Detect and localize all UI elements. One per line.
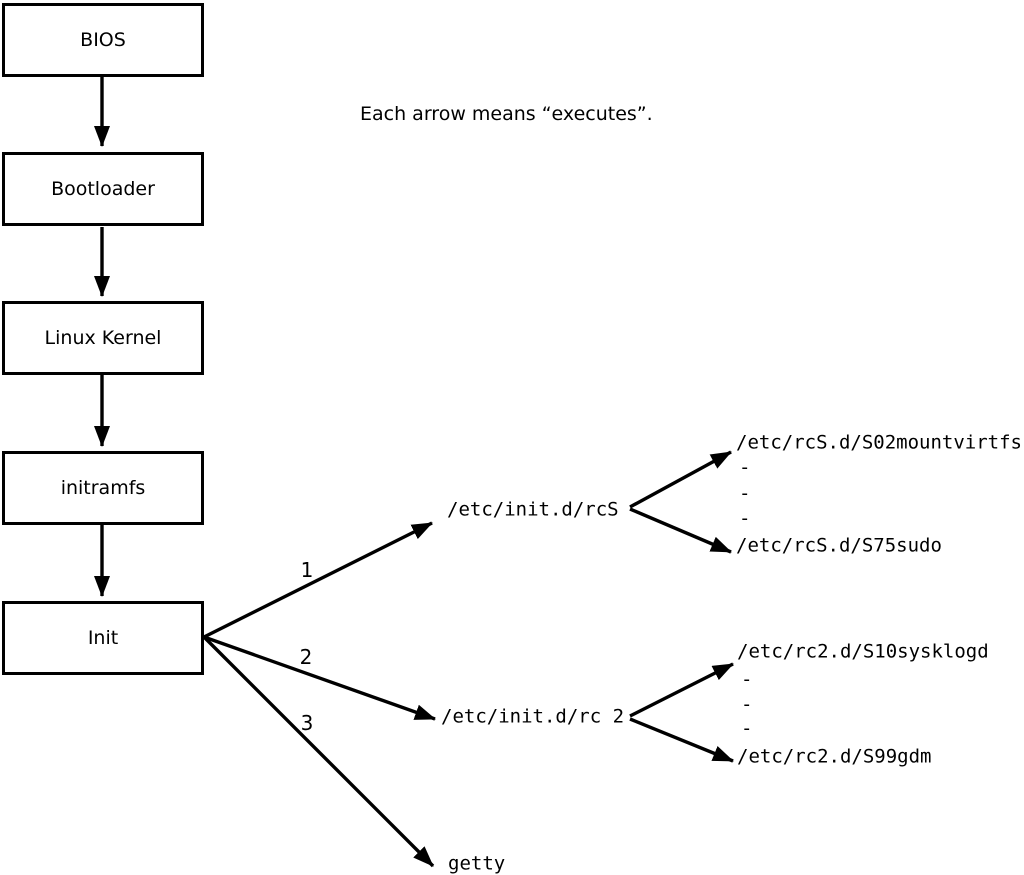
arrow-rc2-to-s10sysklogd: [629, 662, 734, 718]
arrow-rc2-to-s99gdm: [629, 717, 734, 763]
arrow-init-to-getty: [202, 635, 435, 868]
diagram-caption: Each arrow means “executes”.: [360, 103, 653, 125]
node-rc2-script-s99gdm: /etc/rc2.d/S99gdm: [737, 745, 932, 768]
rc2-ellipsis-dash-2: -: [741, 693, 753, 716]
node-rcs-script-s02mountvirtfs: /etc/rcS.d/S02mountvirtfs: [736, 431, 1022, 454]
rcs-ellipsis-dash-1: -: [739, 456, 751, 479]
node-etc-init-d-rc2: /etc/init.d/rc 2: [441, 705, 625, 728]
node-linux-kernel-label: Linux Kernel: [44, 327, 162, 349]
rcs-ellipsis-dash-2: -: [739, 482, 751, 505]
node-initramfs-label: initramfs: [60, 477, 146, 499]
branch-number-1: 1: [300, 558, 314, 582]
arrow-rcs-to-s02mountvirtfs: [629, 450, 732, 509]
node-bios-label: BIOS: [80, 29, 126, 51]
node-rc2-script-s10sysklogd: /etc/rc2.d/S10sysklogd: [737, 640, 989, 663]
branch-number-2: 2: [299, 645, 313, 669]
node-linux-kernel: Linux Kernel: [2, 301, 204, 375]
node-bios: BIOS: [2, 3, 204, 77]
node-bootloader: Bootloader: [2, 152, 204, 226]
branch-number-3: 3: [300, 711, 314, 735]
node-initramfs: initramfs: [2, 451, 204, 525]
node-init-label: Init: [87, 627, 119, 649]
arrow-init-to-rcs: [203, 521, 433, 639]
rc2-ellipsis-dash-1: -: [741, 668, 753, 691]
node-bootloader-label: Bootloader: [51, 178, 155, 200]
node-getty: getty: [448, 852, 506, 875]
rc2-ellipsis-dash-3: -: [741, 717, 753, 740]
node-init: Init: [2, 601, 204, 675]
node-rcs-script-s75sudo: /etc/rcS.d/S75sudo: [736, 534, 942, 557]
arrow-init-to-rc2: [203, 635, 436, 721]
node-etc-init-d-rcs: /etc/init.d/rcS: [447, 498, 619, 521]
arrow-rcs-to-s75sudo: [629, 507, 732, 554]
rcs-ellipsis-dash-3: -: [739, 507, 751, 530]
